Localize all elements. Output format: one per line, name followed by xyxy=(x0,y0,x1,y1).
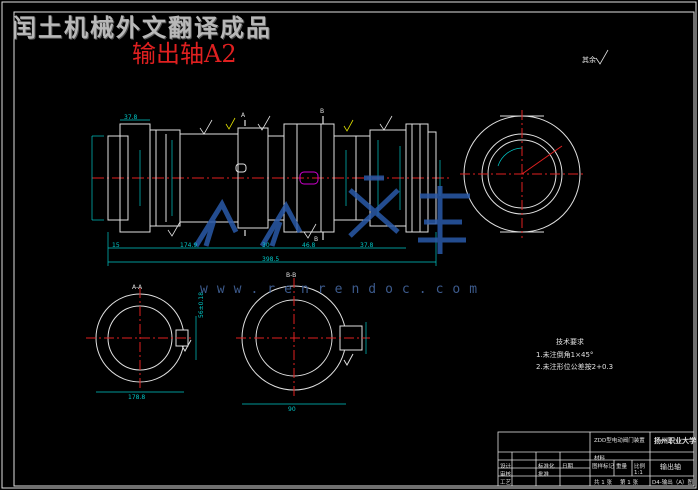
tb-material: 材料 xyxy=(594,456,606,462)
dim-label: 37.8 xyxy=(360,242,374,249)
section-mark-b-bottom: B xyxy=(314,236,319,243)
tb-label-scale: 比例 xyxy=(634,464,646,470)
inner-frame xyxy=(13,11,695,487)
roughness-symbols xyxy=(167,49,609,239)
section-marks xyxy=(244,116,324,240)
section-label-bb: B-B xyxy=(286,272,297,279)
section-label-aa: A-A xyxy=(132,284,143,291)
section-bb xyxy=(236,278,370,405)
dim-label: 398.5 xyxy=(262,256,280,263)
dim-label: 15 xyxy=(112,242,120,249)
section-mark-b: B xyxy=(320,108,325,115)
header-title: 闰土机械外文翻译成品 xyxy=(12,14,272,42)
tb-school: 扬州职业大学 xyxy=(654,437,696,445)
section-aa xyxy=(86,288,197,393)
tb-label-check: 审核 xyxy=(500,472,512,478)
tech-req-title: 技术要求 xyxy=(556,338,584,346)
shaft-main-view xyxy=(92,123,450,233)
watermark-logo xyxy=(193,175,470,254)
tb-sheet-no: 第 1 张 xyxy=(620,480,638,486)
tb-scale-value: 1:1 xyxy=(634,470,643,476)
shaft-seg-1 xyxy=(107,135,129,221)
roughness-note: 其余 xyxy=(582,56,596,64)
dim-label: 174.9 xyxy=(180,242,198,249)
drawing-title: 输出轴A2 xyxy=(132,40,237,68)
roughness-symbols-yellow xyxy=(225,117,354,132)
tb-sheet: 共 1 张 xyxy=(594,480,612,486)
end-view xyxy=(460,110,584,238)
tb-label-standard: 标准化 xyxy=(538,464,555,470)
tb-label-approve: 批准 xyxy=(538,472,550,478)
watermark-url: www.renrendoc.com xyxy=(200,282,487,297)
tb-label-date: 日期 xyxy=(562,464,574,470)
tb-part-name: 输出轴 xyxy=(660,463,681,471)
dim-label: 37.8 xyxy=(124,114,138,121)
tb-label-process: 工艺 xyxy=(500,480,512,486)
tb-drawing-no: D4-输出（A）图 xyxy=(652,480,693,486)
tech-req-item: 2.未注形位公差按2+0.3 xyxy=(536,363,614,371)
dim-label: 90 xyxy=(288,406,296,413)
section-mark-a: A xyxy=(241,112,246,119)
tb-label-design: 设计 xyxy=(500,464,512,470)
dim-label: 46.8 xyxy=(302,242,316,249)
tb-project: ZDD型电动阀门装置 xyxy=(594,438,645,444)
dim-label: 30 xyxy=(262,242,270,249)
tb-label-weight: 重量 xyxy=(616,464,628,470)
tb-label-stage: 图样标记 xyxy=(592,464,615,470)
tech-req-item: 1.未注倒角1×45° xyxy=(536,351,594,359)
title-block xyxy=(497,431,695,487)
dim-label: 178.8 xyxy=(128,394,146,401)
